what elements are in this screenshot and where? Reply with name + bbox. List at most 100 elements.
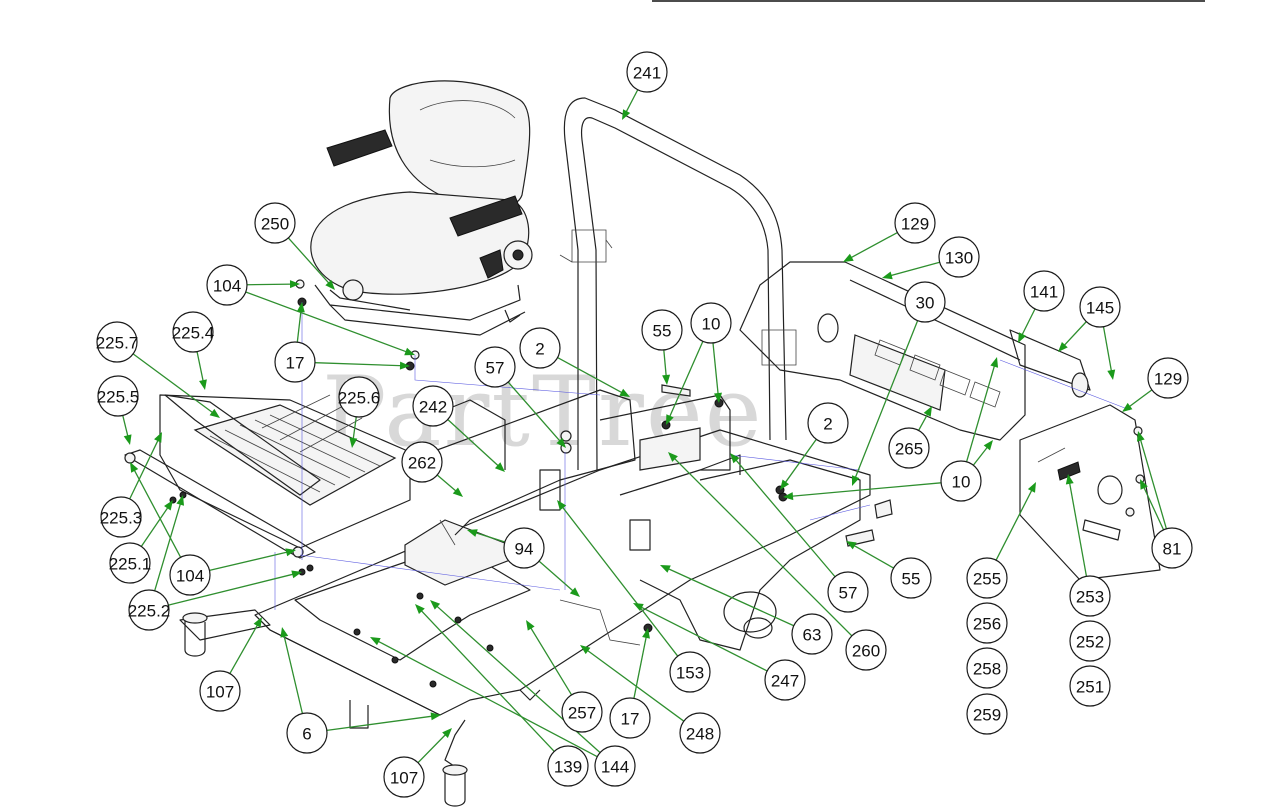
- callout-259[interactable]: 259: [966, 693, 1008, 735]
- callout-225-4[interactable]: 225.4: [172, 311, 215, 353]
- callout-225-2[interactable]: 225.2: [128, 589, 171, 631]
- leader-arrowhead-57: [730, 453, 740, 464]
- callout-label: 55: [653, 322, 672, 341]
- leader-arrowhead-57: [556, 437, 566, 448]
- callout-81[interactable]: 81: [1151, 527, 1193, 569]
- callout-104[interactable]: 104: [169, 554, 211, 596]
- leader-line-242: [447, 419, 501, 468]
- callout-label: 225.2: [128, 602, 171, 621]
- callout-225-1[interactable]: 225.1: [109, 542, 152, 584]
- callout-label: 129: [901, 215, 929, 234]
- callout-107[interactable]: 107: [199, 670, 241, 712]
- callout-104[interactable]: 104: [206, 264, 248, 306]
- callout-248[interactable]: 248: [679, 712, 721, 754]
- callout-129[interactable]: 129: [894, 202, 936, 244]
- callout-141[interactable]: 141: [1023, 270, 1065, 312]
- leader-line-225.1: [140, 505, 170, 547]
- callout-57[interactable]: 57: [827, 571, 869, 613]
- callout-247[interactable]: 247: [764, 659, 806, 701]
- callout-circle: [764, 659, 806, 701]
- callout-260[interactable]: 260: [845, 629, 887, 671]
- callout-144[interactable]: 144: [594, 745, 636, 787]
- leader-line-55: [851, 543, 894, 569]
- callout-17[interactable]: 17: [274, 341, 316, 383]
- callout-241[interactable]: 241: [626, 51, 668, 93]
- callout-label: 139: [554, 758, 582, 777]
- leader-arrowhead-104: [404, 347, 415, 356]
- leader-arrowhead-141: [1018, 332, 1027, 343]
- callout-circle: [401, 441, 443, 483]
- callout-10[interactable]: 10: [690, 302, 732, 344]
- leader-line-260: [672, 456, 853, 637]
- leader-arrowhead-17: [399, 361, 410, 370]
- callout-label: 252: [1076, 633, 1104, 652]
- callout-130[interactable]: 130: [938, 236, 980, 278]
- seat-assembly: [310, 80, 533, 336]
- callout-6[interactable]: 6: [286, 712, 328, 754]
- callout-circle: [827, 571, 869, 613]
- callout-label: 250: [261, 215, 289, 234]
- callout-55[interactable]: 55: [641, 309, 683, 351]
- callout-circle: [904, 281, 946, 323]
- callout-label: 225.7: [96, 334, 139, 353]
- callout-circle: [199, 670, 241, 712]
- leader-line-225.7: [132, 353, 215, 415]
- callout-225-7[interactable]: 225.7: [96, 321, 139, 363]
- callout-circle: [1069, 665, 1111, 707]
- callout-label: 260: [852, 642, 880, 661]
- callout-circle: [966, 557, 1008, 599]
- callout-circle: [286, 712, 328, 754]
- leader-line-17: [296, 308, 302, 343]
- callout-107[interactable]: 107: [383, 756, 425, 798]
- callout-10[interactable]: 10: [940, 460, 982, 502]
- callout-label: 144: [601, 758, 629, 777]
- callout-257[interactable]: 257: [561, 691, 603, 733]
- callout-label: 57: [839, 584, 858, 603]
- callout-262[interactable]: 262: [401, 441, 443, 483]
- leader-arrowhead-144: [370, 637, 381, 646]
- leader-arrowhead-241: [622, 109, 631, 120]
- callout-251[interactable]: 251: [1069, 665, 1111, 707]
- callout-255[interactable]: 255: [966, 557, 1008, 599]
- callout-258[interactable]: 258: [966, 647, 1008, 689]
- callout-250[interactable]: 250: [254, 202, 296, 244]
- callout-circle: [807, 402, 849, 444]
- roll-bar: [559, 97, 797, 471]
- leader-arrowhead-104: [289, 280, 300, 289]
- callout-circle: [594, 745, 636, 787]
- leader-line-250: [287, 237, 331, 286]
- leader-arrowhead-6: [430, 712, 441, 721]
- callout-label: 258: [973, 660, 1001, 679]
- callout-label: 130: [945, 249, 973, 268]
- callout-129[interactable]: 129: [1147, 357, 1189, 399]
- callout-circle: [690, 302, 732, 344]
- callout-2[interactable]: 2: [807, 402, 849, 444]
- callout-label: 63: [803, 626, 822, 645]
- leader-arrowhead-6: [280, 627, 289, 638]
- callout-153[interactable]: 153: [669, 651, 711, 693]
- leader-arrowhead-2: [619, 388, 630, 397]
- callout-225-3[interactable]: 225.3: [100, 496, 143, 538]
- callout-225-6[interactable]: 225.6: [338, 376, 381, 418]
- leader-line-57: [734, 457, 836, 578]
- callout-circle: [383, 756, 425, 798]
- leader-line-129: [1127, 389, 1153, 409]
- callout-139[interactable]: 139: [547, 745, 589, 787]
- callout-57[interactable]: 57: [474, 346, 516, 388]
- callout-265[interactable]: 265: [888, 427, 930, 469]
- callout-242[interactable]: 242: [412, 385, 454, 427]
- callout-253[interactable]: 253: [1069, 575, 1111, 617]
- callout-63[interactable]: 63: [791, 613, 833, 655]
- callout-55[interactable]: 55: [890, 557, 932, 599]
- callout-94[interactable]: 94: [503, 527, 545, 569]
- leader-arrowhead-225.5: [123, 434, 132, 445]
- callout-17[interactable]: 17: [609, 697, 651, 739]
- callout-label: 81: [1163, 540, 1182, 559]
- callout-252[interactable]: 252: [1069, 620, 1111, 662]
- callout-256[interactable]: 256: [966, 602, 1008, 644]
- callout-2[interactable]: 2: [519, 327, 561, 369]
- callout-225-5[interactable]: 225.5: [97, 375, 140, 417]
- callout-30[interactable]: 30: [904, 281, 946, 323]
- callout-145[interactable]: 145: [1079, 286, 1121, 328]
- callout-circle: [679, 712, 721, 754]
